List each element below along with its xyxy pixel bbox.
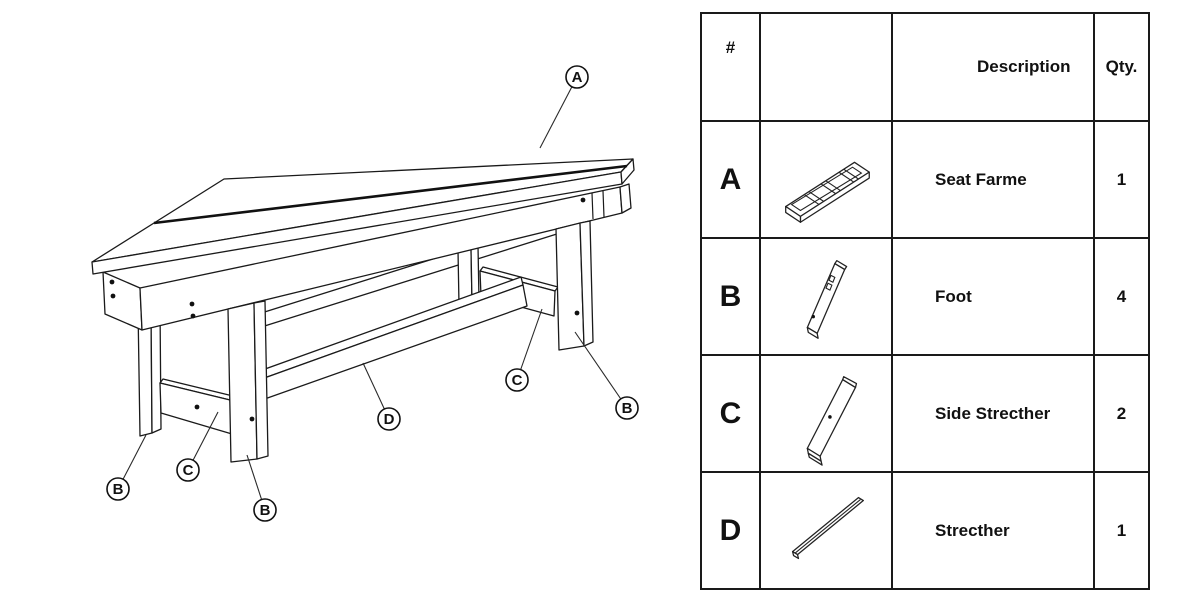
screw-dot xyxy=(190,313,196,319)
part-id: B xyxy=(702,239,761,356)
seat-frame-thumb xyxy=(785,161,870,223)
svg-text:B: B xyxy=(622,400,633,417)
screw-dot xyxy=(110,293,116,299)
long-stretcher xyxy=(253,276,528,402)
part-image-cell xyxy=(761,356,893,473)
apron-right-end-face xyxy=(619,183,632,214)
header-qty: Qty. xyxy=(1095,14,1148,122)
back-right-leg xyxy=(457,245,480,306)
back-left-leg xyxy=(137,303,162,437)
svg-text:D: D xyxy=(384,411,395,428)
callouts: A B C B D C B xyxy=(106,65,639,522)
callout-a: A xyxy=(539,65,589,149)
part-qty: 1 xyxy=(1116,520,1127,540)
part-id: A xyxy=(702,122,761,239)
part-description: Foot xyxy=(893,239,1095,356)
screw-dot xyxy=(249,416,255,422)
part-description: Side Strecther xyxy=(893,356,1095,473)
callout-b: B xyxy=(246,454,277,522)
part-id: D xyxy=(702,473,761,588)
screw-dot xyxy=(109,279,115,285)
front-left-leg xyxy=(227,300,269,463)
svg-text:C: C xyxy=(183,462,194,479)
callout-b: B xyxy=(574,331,639,420)
part-qty: 4 xyxy=(1095,239,1148,356)
part-image-cell xyxy=(761,122,893,239)
screw-dot xyxy=(574,310,580,316)
part-qty: 2 xyxy=(1095,356,1148,473)
callout-b: B xyxy=(106,434,147,501)
header-description: Description xyxy=(893,14,1095,122)
seat-top xyxy=(91,158,635,275)
callout-c: C xyxy=(505,308,543,392)
front-right-leg xyxy=(555,220,594,351)
part-id: C xyxy=(702,356,761,473)
plank-gap-line xyxy=(153,164,628,225)
svg-text:A: A xyxy=(572,69,583,86)
header-image xyxy=(761,14,893,122)
screw-dots xyxy=(109,197,586,422)
stretcher-thumb xyxy=(791,496,864,560)
screw-dot xyxy=(194,404,200,410)
callout-c: C xyxy=(176,411,219,482)
bench-diagram-panel: A B C B D C B xyxy=(91,65,639,522)
seat-frame-apron xyxy=(102,183,632,331)
svg-text:B: B xyxy=(260,502,271,519)
bench-diagram: A B C B D C B xyxy=(91,65,639,522)
part-image-cell xyxy=(761,239,893,356)
screw-dot xyxy=(580,197,586,203)
apron-left-end-face xyxy=(102,271,143,331)
svg-text:C: C xyxy=(512,372,523,389)
screw-dot xyxy=(189,301,195,307)
part-description: Strecther xyxy=(893,473,1095,588)
part-image-cell xyxy=(761,473,893,588)
side-stretcher-thumb xyxy=(806,376,858,466)
part-description: Seat Farme xyxy=(893,122,1095,239)
svg-text:B: B xyxy=(113,481,124,498)
callout-d: D xyxy=(362,362,401,431)
part-qty: 1 xyxy=(1095,122,1148,239)
seat-right-end-face xyxy=(620,158,635,185)
header-number: # xyxy=(702,14,761,122)
parts-table: # Description Qty. A Seat Farme 1 B xyxy=(700,12,1150,590)
foot-thumb xyxy=(806,259,848,339)
